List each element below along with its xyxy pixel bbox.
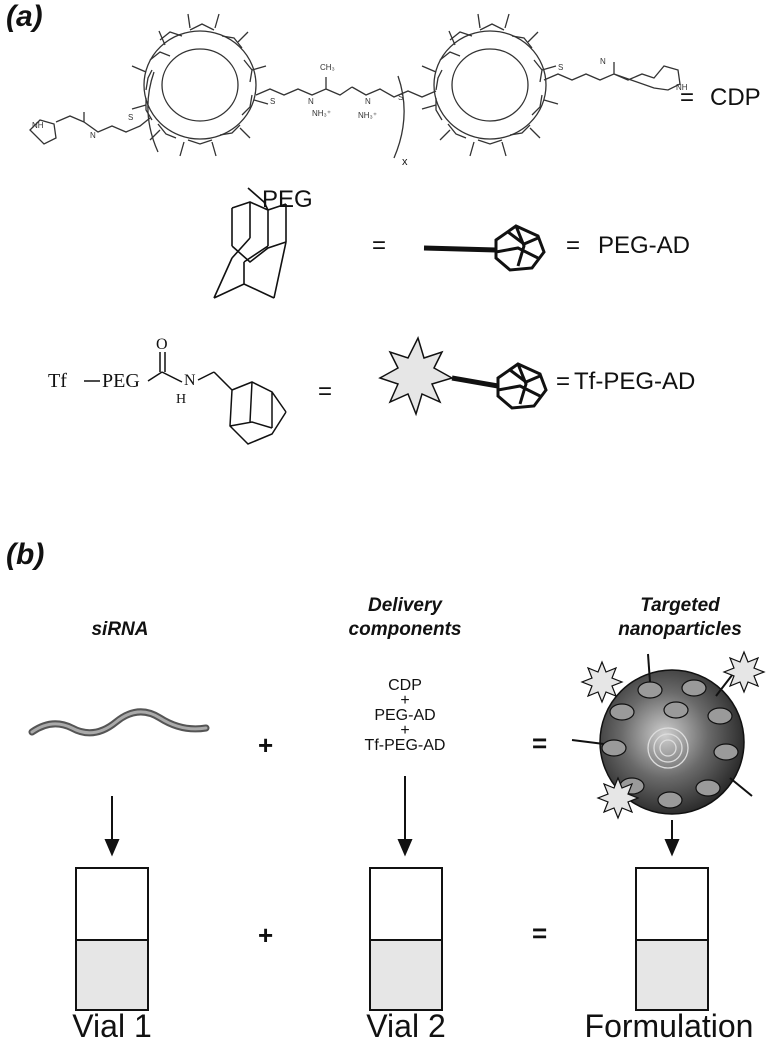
peg-equals-2: = — [566, 232, 581, 259]
panel-a-label: (a) — [6, 0, 43, 33]
sirna-title: siRNA — [91, 619, 149, 640]
transferrin-star-shape — [378, 335, 454, 417]
svg-text:S: S — [128, 113, 133, 122]
component-plus-1: + — [400, 692, 410, 709]
svg-text:NH₃⁺: NH₃⁺ — [312, 109, 331, 118]
peg-ad-symbol — [423, 224, 546, 272]
amide-n: N — [184, 372, 196, 389]
svg-text:N: N — [600, 57, 606, 66]
svg-text:N: N — [365, 97, 371, 106]
svg-text:S: S — [270, 97, 275, 106]
svg-text:S: S — [558, 63, 563, 72]
plus-row1: + — [258, 730, 274, 760]
panel-b-label: (b) — [6, 538, 45, 571]
peg-label: PEG — [262, 186, 313, 213]
targeted-title-line2: nanoparticles — [618, 619, 742, 640]
svg-text:CH₃: CH₃ — [320, 63, 335, 72]
equals-row2: = — [532, 918, 548, 948]
sirna-strand — [28, 708, 210, 737]
svg-text:NH₃⁺: NH₃⁺ — [358, 111, 377, 120]
carbonyl-o: O — [156, 336, 168, 353]
delivery-components-title: Delivery components — [330, 594, 480, 642]
formulation-label: Formulation — [584, 1008, 754, 1044]
svg-text:N: N — [90, 131, 96, 140]
tf-text: Tf — [48, 370, 67, 392]
component-cdp: CDP — [388, 677, 422, 694]
targeted-nanoparticles-title: Targeted nanoparticles — [590, 594, 770, 642]
equals-row1: = — [532, 728, 548, 758]
svg-text:NH: NH — [676, 83, 688, 92]
svg-text:NH: NH — [32, 121, 44, 130]
cyclodextrin-ring-right — [421, 13, 559, 157]
tf-equals-1: = — [318, 378, 333, 405]
vial-2-label: Vial 2 — [366, 1008, 446, 1044]
tf-peg-text: PEG — [102, 370, 140, 392]
polymer-repeat-subscript: x — [402, 156, 408, 168]
delivery-title-line1: Delivery — [368, 595, 442, 616]
targeted-title-line1: Targeted — [640, 595, 720, 616]
svg-text:S: S — [398, 93, 403, 102]
plus-row2: + — [258, 920, 274, 950]
peg-ad-label: PEG-AD — [598, 232, 691, 259]
component-tf-peg-ad: Tf-PEG-AD — [364, 737, 446, 754]
cdp-equals: = — [680, 84, 695, 111]
amide-h: H — [176, 392, 187, 407]
tf-equals-2: = — [556, 368, 571, 395]
component-peg-ad: PEG-AD — [374, 707, 436, 724]
tf-peg-ad-label: Tf-PEG-AD — [574, 368, 696, 395]
components-list: CDP + PEG-AD + Tf-PEG-AD — [340, 676, 470, 756]
cyclodextrin-ring-left — [131, 13, 269, 157]
cdp-label: CDP — [710, 84, 761, 111]
component-plus-2: + — [400, 722, 410, 739]
delivery-title-line2: components — [348, 619, 462, 640]
nanoparticle-sphere — [571, 650, 766, 820]
svg-text:N: N — [308, 97, 314, 106]
vial-1-label: Vial 1 — [72, 1008, 152, 1044]
peg-equals-1: = — [372, 232, 387, 259]
